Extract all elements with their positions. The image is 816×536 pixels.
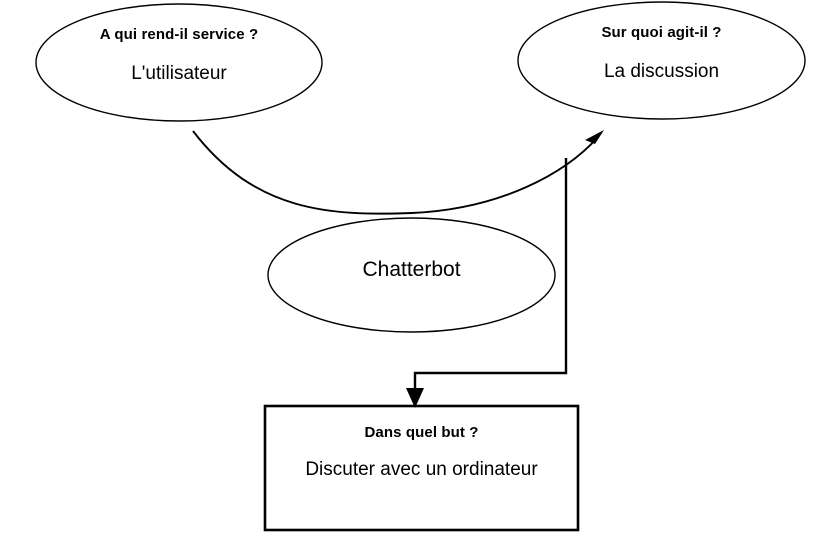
arrowhead-to-goal-icon xyxy=(406,388,424,408)
ellipse-agent[interactable] xyxy=(267,217,556,333)
ellipse-target[interactable] xyxy=(517,1,806,120)
connector-target-to-goal[interactable] xyxy=(413,158,568,398)
rect-goal[interactable] xyxy=(263,404,580,532)
arrowhead-to-target-icon xyxy=(585,130,604,144)
ellipse-user[interactable] xyxy=(35,3,323,122)
connector-user-to-target[interactable] xyxy=(192,130,599,215)
